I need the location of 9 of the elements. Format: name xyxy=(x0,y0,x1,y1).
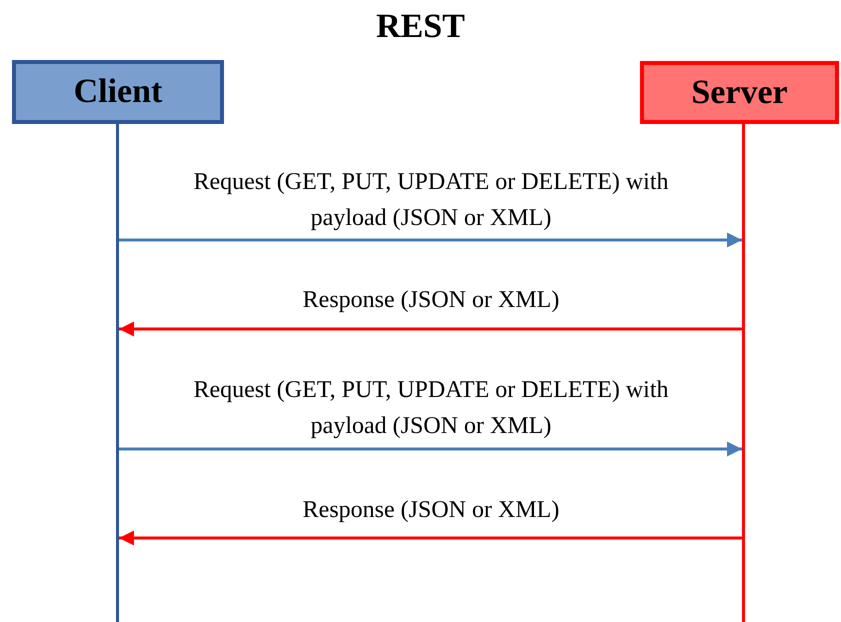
participant-name: Server xyxy=(691,74,788,112)
diagram-title: REST xyxy=(375,8,466,46)
participant-name: Client xyxy=(74,73,162,111)
message-arrow xyxy=(119,442,742,456)
message-arrow xyxy=(119,322,742,336)
lifeline xyxy=(742,124,745,622)
message-arrow xyxy=(119,232,742,248)
message-arrow xyxy=(119,530,742,546)
lifeline xyxy=(116,124,119,622)
